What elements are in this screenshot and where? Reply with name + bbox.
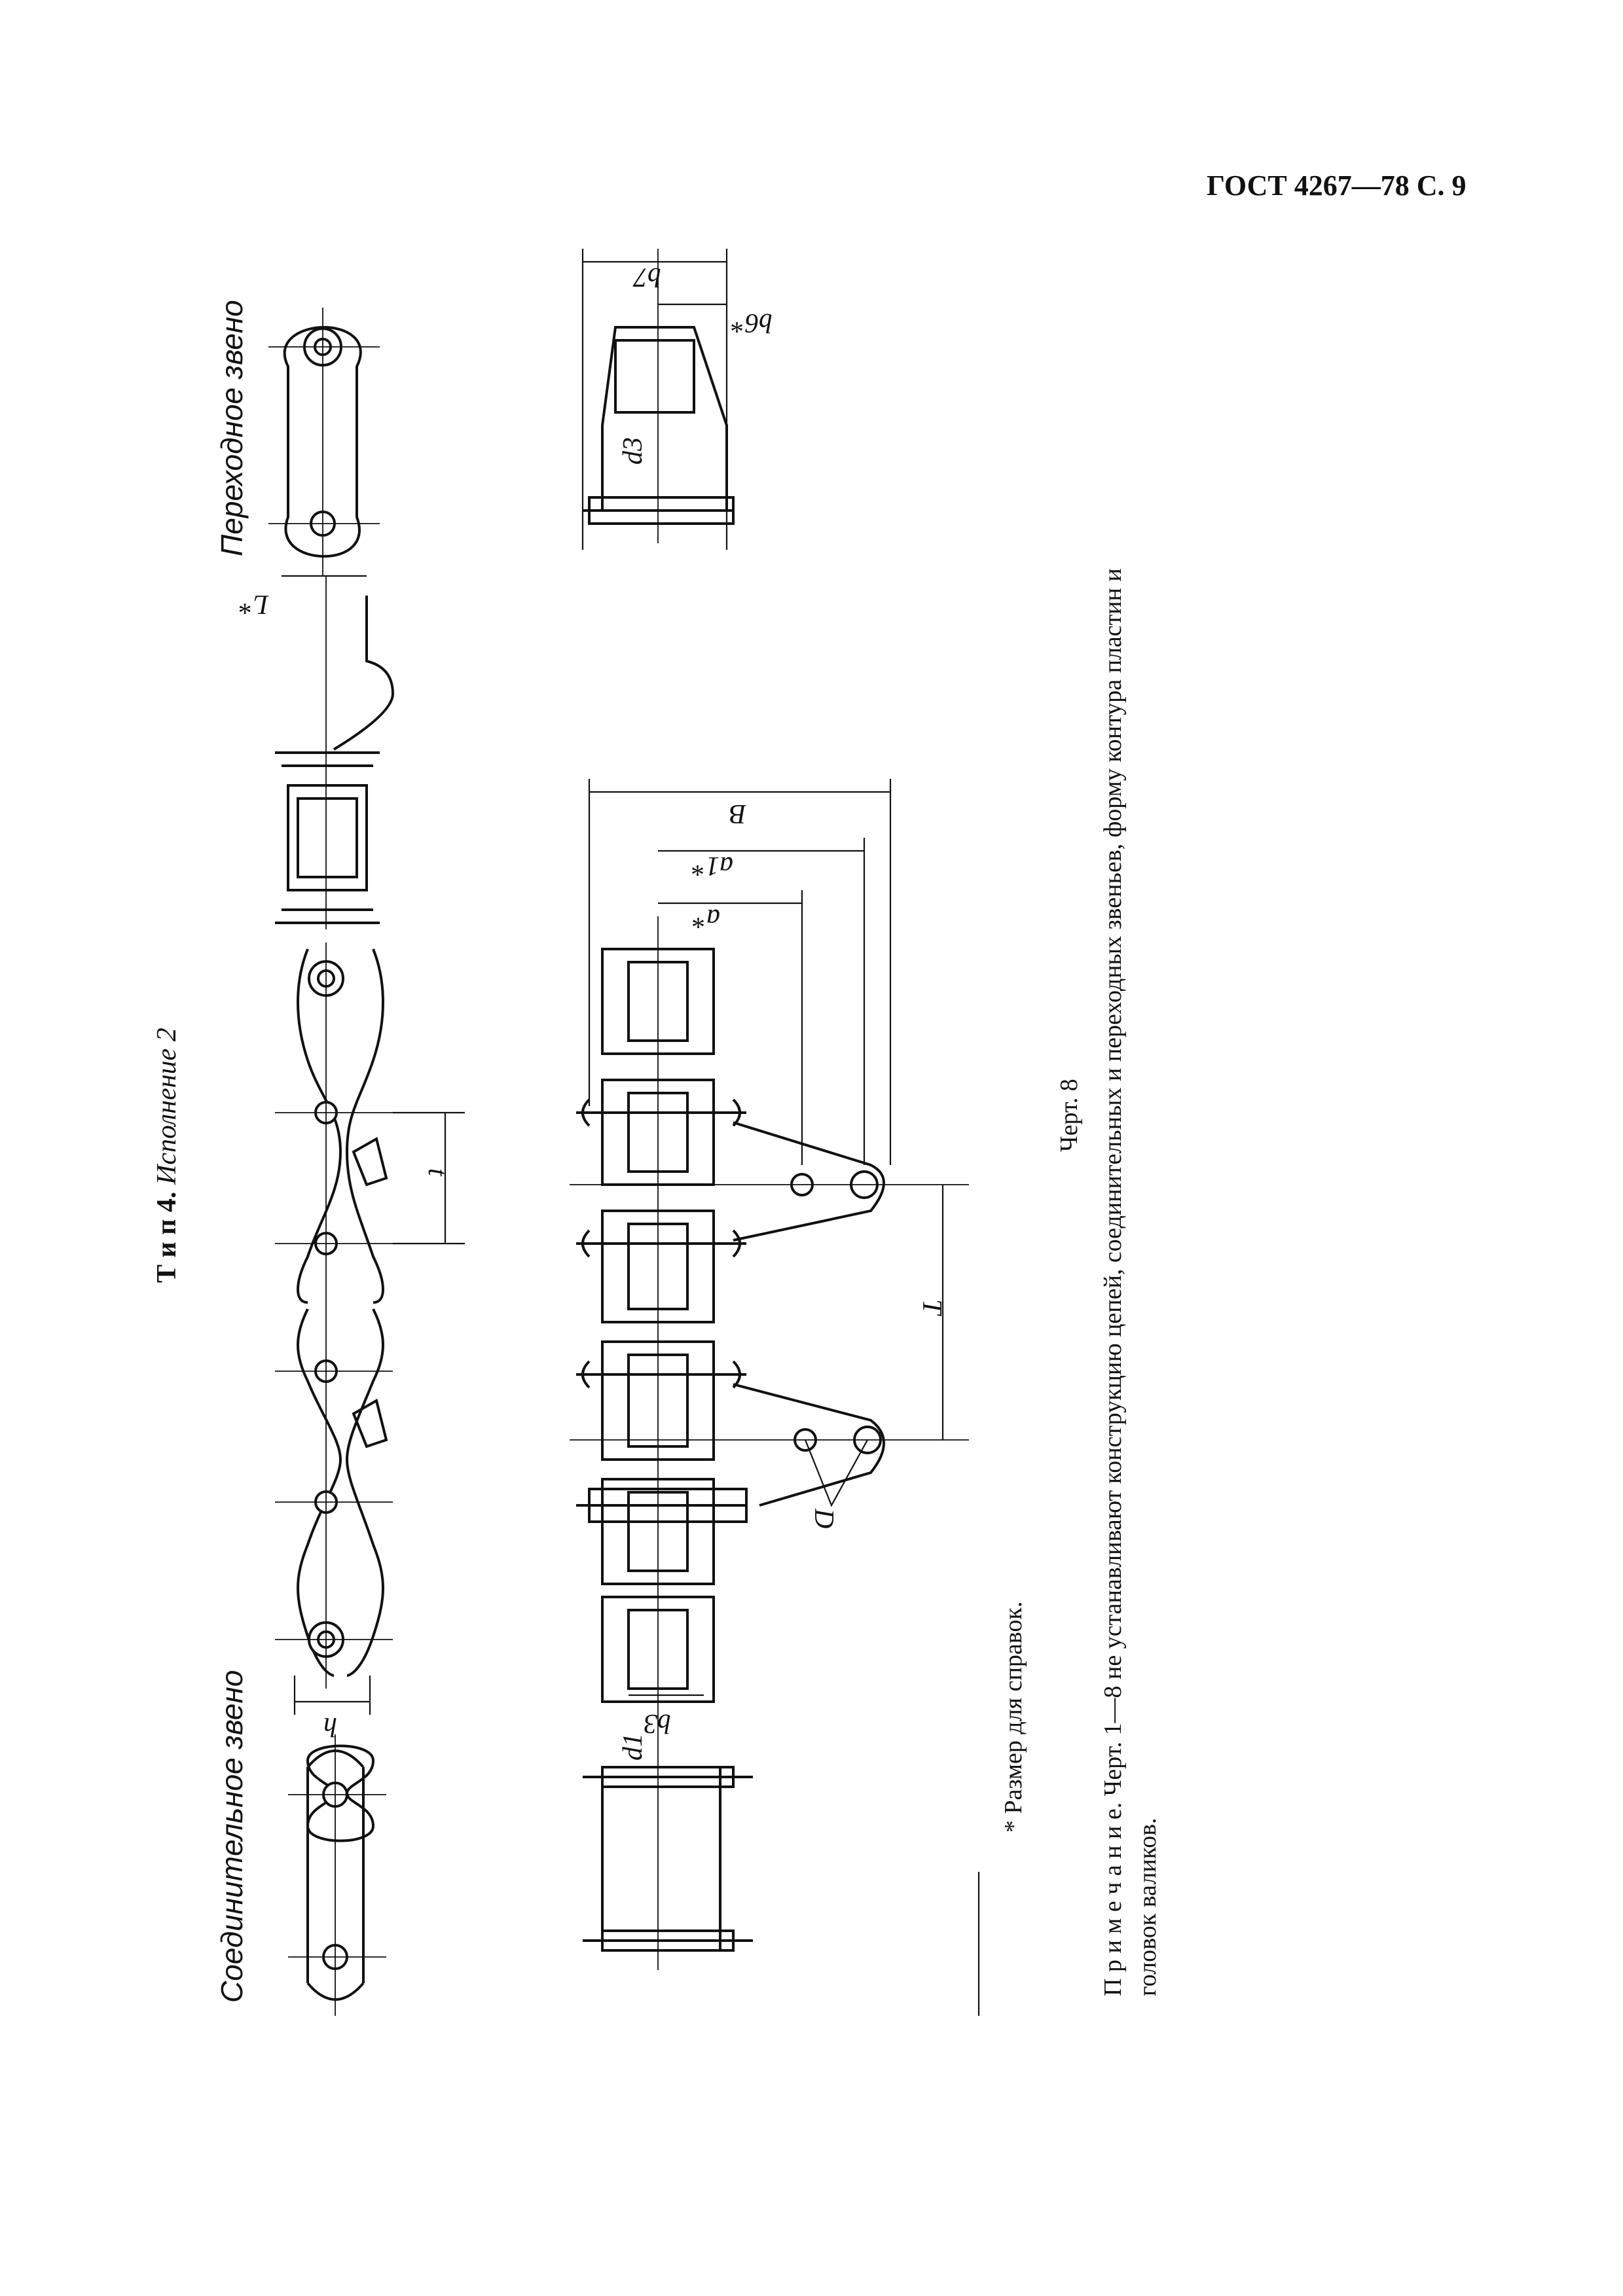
connecting-link-label: Соединительное звено <box>215 1670 249 2003</box>
chain-side-view <box>275 942 393 1689</box>
dim-b3: b3 <box>644 1708 671 1738</box>
transition-link-label: Переходное звено <box>215 300 249 556</box>
dim-b6: b6* <box>731 308 773 338</box>
dim-b7: b7 <box>632 262 661 292</box>
dim-B: B <box>729 798 746 829</box>
type-label: Т и п 4. <box>152 1192 182 1283</box>
note-line-2: головок валиков. <box>1134 1818 1161 1996</box>
dim-L: L* <box>240 589 269 619</box>
note-line-1: П р и м е ч а н и е. Черт. 1—8 не устана… <box>1099 568 1127 1996</box>
dim-h: h <box>323 1712 337 1742</box>
dim-T: T <box>917 1299 947 1316</box>
connecting-link-view <box>288 1734 386 2016</box>
footnote: * Размер для справок. <box>1000 1602 1027 1833</box>
dim-D: D <box>809 1508 839 1528</box>
dim-d1: d1 <box>618 1733 648 1761</box>
version-label: Исполнение 2 <box>152 1028 182 1185</box>
pin-detail-view <box>275 575 395 929</box>
transition-link-plan-view <box>581 249 735 550</box>
dim-a: a* <box>693 903 720 933</box>
document-header: ГОСТ 4267—78 С. 9 <box>1207 170 1467 202</box>
figure-caption: Черт. 8 <box>1055 1079 1083 1152</box>
connecting-link-plan-view <box>583 1741 753 1970</box>
dim-a1: a1* <box>692 851 733 881</box>
chain-plan-view <box>570 916 969 1741</box>
dim-t: t <box>422 1168 452 1177</box>
dim-d3: d3 <box>618 437 648 465</box>
transition-link-view <box>268 308 380 576</box>
